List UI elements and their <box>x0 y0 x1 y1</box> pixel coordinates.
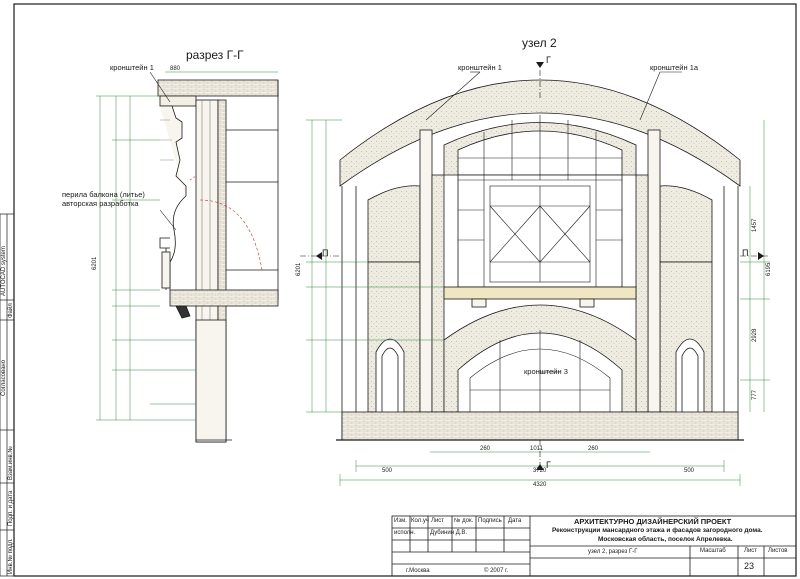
stamp-inventory: Инв.№ подл. <box>8 538 14 574</box>
side-stamp <box>0 213 15 577</box>
stamp-signature-date: Подп. и дата <box>8 490 14 526</box>
callout-leaders <box>149 70 770 470</box>
tb-sheet-label: Лист <box>744 548 758 554</box>
section-mark-right: П <box>742 248 749 258</box>
tb-project-line2: Реконструкции мансардного этажа и фасадо… <box>552 527 763 534</box>
section-arrow-bottom <box>536 464 544 470</box>
tb-project-title: АРХИТЕКТУРНО ДИЗАЙНЕРСКИЙ ПРОЕКТ <box>574 517 732 526</box>
callout-bracket3: кронштейн 3 <box>524 367 568 376</box>
dim-section-height: 6201 <box>92 256 98 270</box>
section-drawing <box>157 79 279 443</box>
facade-elevation <box>336 79 744 441</box>
tb-sheets-label: Листов <box>768 548 788 554</box>
dim-r1: 1457 <box>752 218 758 232</box>
dim-lower-mid: 3720 <box>533 468 547 474</box>
tb-project-line3: Московская область, поселок Апрелевка. <box>598 536 733 543</box>
tb-header-date: Дата <box>508 518 522 524</box>
section-mark-top: Г <box>546 55 551 65</box>
dim-r2: 2928 <box>752 328 758 342</box>
dim-left-total: 6201 <box>296 262 302 276</box>
dim-d1: 260 <box>480 446 491 452</box>
section-arrow-right <box>758 252 764 260</box>
tb-role: исполн. <box>394 530 416 536</box>
section-dimensions <box>96 71 278 421</box>
tb-header-list: Лист <box>431 518 445 524</box>
stamp-file: Файл <box>8 303 14 318</box>
tb-author: Дубинин Д.В. <box>430 530 468 536</box>
dim-d3: 260 <box>588 446 599 452</box>
tb-header-sign: Подпись <box>478 518 502 524</box>
dim-lower-left: 500 <box>382 468 393 474</box>
tb-copyright: © 2007 г. <box>484 568 509 574</box>
dim-section-top: 880 <box>170 66 181 72</box>
title-block <box>391 515 797 577</box>
tb-sheet-name: узел 2, разрез Г-Г <box>588 549 638 555</box>
tb-sheet-number: 23 <box>744 561 755 571</box>
section-arrow-top <box>536 62 544 68</box>
tb-scale-label: Масштаб <box>700 548 726 554</box>
tb-header-kol: Кол.уч <box>411 518 429 524</box>
stamp-replaced: Взам.инв.№ <box>8 446 14 480</box>
section-arrow-left <box>316 252 322 260</box>
dim-lower-right: 500 <box>684 468 695 474</box>
section-title: разрез Г-Г <box>186 48 244 62</box>
dim-right-total: 6195 <box>766 262 772 276</box>
tb-header-doc: № док. <box>454 518 474 524</box>
tb-header-izm: Изм. <box>394 518 407 524</box>
dim-r3: 777 <box>752 389 758 400</box>
dim-d2: 1011 <box>530 446 543 452</box>
callout-bracket1-left: кронштейн 1 <box>110 63 154 72</box>
dim-overall-width: 4320 <box>533 482 547 488</box>
tb-city: г.Москва <box>406 568 430 574</box>
node-title: узел 2 <box>522 36 557 50</box>
section-mark-left: П <box>322 248 329 258</box>
callout-bracket1-right: кронштейн 1 <box>458 63 502 72</box>
callout-bracket1a: кронштейн 1а <box>650 63 699 72</box>
stamp-approved: Согласовано <box>1 359 7 396</box>
section-mark-bottom: Г <box>546 460 551 470</box>
callout-railing-line2: авторская разработка <box>62 199 139 208</box>
stamp-system: AUTOCAD system <box>1 246 7 296</box>
callout-railing-line1: перила балкона (литье) <box>62 190 145 199</box>
